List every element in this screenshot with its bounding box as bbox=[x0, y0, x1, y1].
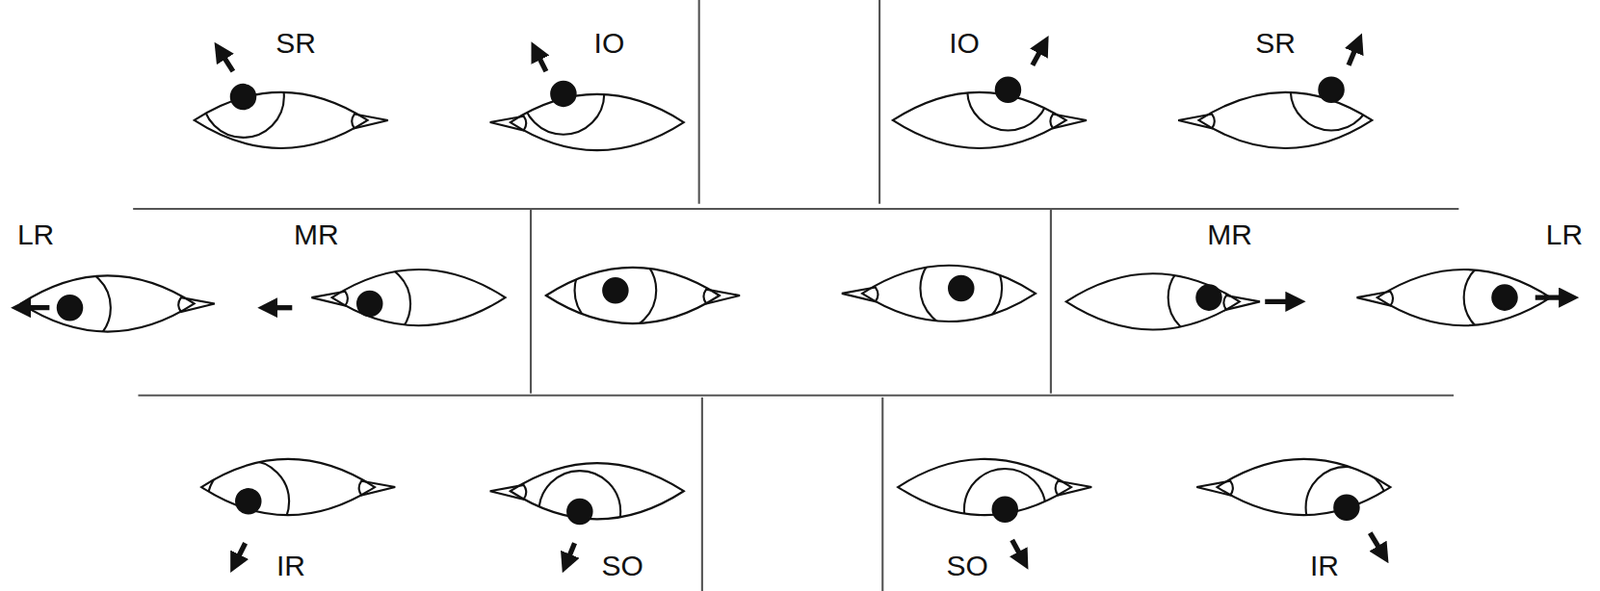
muscle-label: MR bbox=[293, 218, 340, 251]
grid-lines bbox=[132, 0, 1459, 591]
muscle-label: SO bbox=[602, 550, 644, 582]
muscle-label: IR bbox=[1310, 550, 1339, 582]
muscle-label: SR bbox=[275, 26, 316, 59]
muscle-label: IR bbox=[276, 550, 306, 582]
eyes bbox=[21, 49, 1551, 553]
muscle-label: IO bbox=[948, 26, 980, 59]
muscle-label: SR bbox=[1255, 26, 1296, 59]
muscle-label: SO bbox=[946, 550, 989, 582]
muscle-label: IO bbox=[594, 26, 626, 59]
muscle-label: LR bbox=[1546, 218, 1583, 251]
muscle-label: MR bbox=[1206, 218, 1253, 251]
muscle-label: LR bbox=[17, 218, 54, 251]
movement-arrows bbox=[19, 40, 1572, 566]
